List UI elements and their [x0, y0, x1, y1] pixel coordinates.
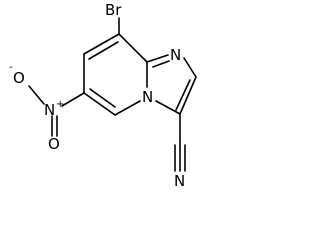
pyridine-ring: [83, 33, 148, 116]
bond-c6-c5: [83, 92, 116, 116]
bond-c6-c5-inner: [89, 88, 116, 108]
bond-c3-n4: [155, 100, 181, 115]
bond-c8a-n1: [146, 54, 169, 63]
atom-label-bridgehead-nitrogen: N: [142, 88, 153, 106]
atom-label-nitro-nitrogen: N: [44, 101, 55, 119]
nitro-nitrogen-positive-charge: +: [56, 99, 64, 110]
atom-label-nitro-oxygen-double: O: [48, 135, 60, 153]
atom-label-imine-nitrogen: N: [170, 46, 181, 64]
atom-label-nitro-oxygen-anion: O: [13, 69, 25, 87]
bond-c2-c3: [179, 76, 197, 115]
bond-c8a-n1-inner: [152, 60, 170, 68]
bond-c6-nitro: [61, 92, 85, 107]
bond-c5-n4: [114, 100, 141, 116]
substituent-bonds: [28, 17, 186, 172]
atom-label-nitrile-nitrogen: N: [174, 172, 185, 190]
bond-c8-c7: [83, 33, 120, 55]
imidazole-ring: [146, 54, 197, 115]
bond-c8-c8a: [118, 33, 148, 63]
bond-nitro-o-single: [28, 85, 45, 105]
bond-n1-c2: [183, 57, 197, 78]
chemical-structure-diagram: Br N N N + O - O N: [9, 1, 197, 190]
bond-c8-c7-inner: [88, 41, 119, 60]
atom-label-bromine: Br: [105, 1, 122, 19]
nitro-oxygen-negative-charge: -: [9, 62, 13, 73]
bond-c2-c3-inner: [175, 79, 191, 111]
